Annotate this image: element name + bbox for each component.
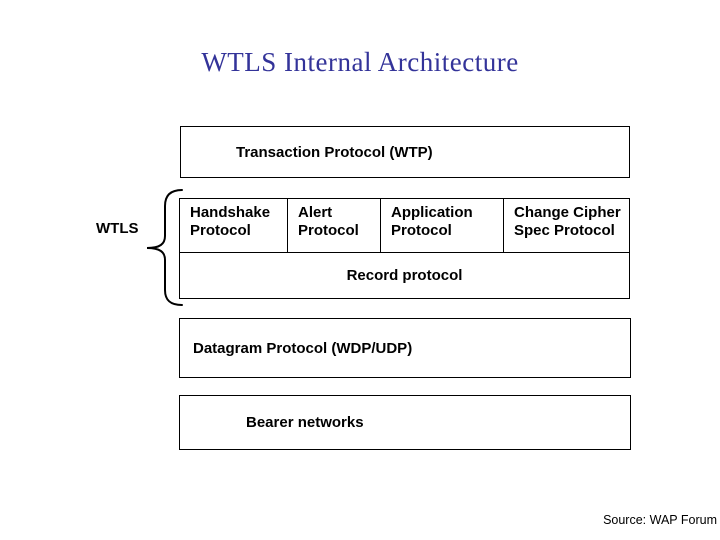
source-credit: Source: WAP Forum — [603, 513, 717, 527]
bearer-networks-label: Bearer networks — [246, 414, 364, 431]
wtls-group-label: WTLS — [96, 220, 139, 237]
record-protocol-box: Record protocol — [180, 253, 629, 298]
bearer-networks-box: Bearer networks — [179, 395, 631, 450]
datagram-protocol-label: Datagram Protocol (WDP/UDP) — [193, 339, 413, 357]
transaction-protocol-label: Transaction Protocol (WTP) — [236, 143, 433, 161]
handshake-protocol-cell: Handshake Protocol — [180, 199, 288, 252]
alert-protocol-cell: Alert Protocol — [288, 199, 381, 252]
datagram-protocol-box: Datagram Protocol (WDP/UDP) — [179, 318, 631, 378]
page-title: WTLS Internal Architecture — [201, 47, 519, 77]
application-protocol-cell: Application Protocol — [381, 199, 504, 252]
curly-brace-icon — [146, 189, 183, 306]
protocol-cells-row: Handshake Protocol Alert Protocol Applic… — [180, 199, 629, 253]
change-cipher-spec-protocol-cell: Change Cipher Spec Protocol — [514, 204, 621, 239]
wtls-layers-box: Handshake Protocol Alert Protocol Applic… — [179, 198, 630, 299]
record-protocol-label: Record protocol — [346, 267, 463, 284]
transaction-protocol-box: Transaction Protocol (WTP) — [180, 126, 630, 178]
